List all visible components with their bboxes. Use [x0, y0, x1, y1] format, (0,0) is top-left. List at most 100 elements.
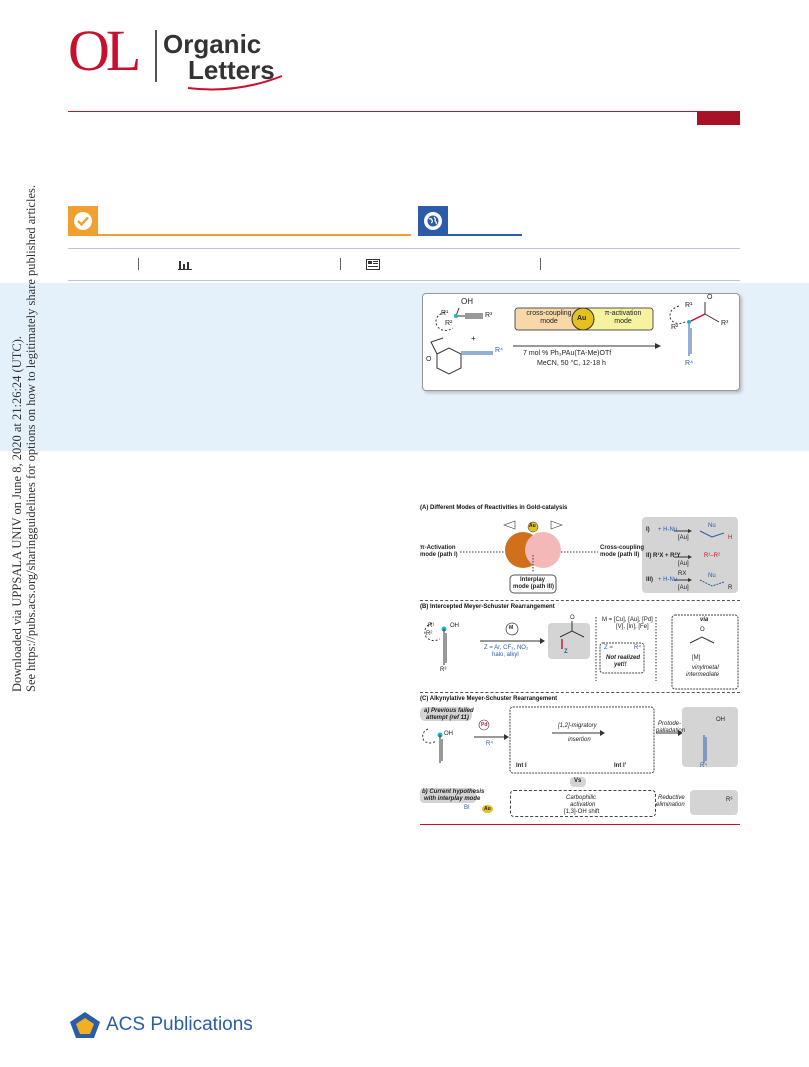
- panel-b-via-m: [M]: [692, 655, 701, 661]
- article-type-tab: [697, 111, 740, 125]
- panel-b-not-realized-1: Not realized: [606, 655, 641, 661]
- panel-a-interplay-2: mode (path III): [513, 584, 554, 590]
- panel-a-riii-r: R: [728, 585, 733, 591]
- panel-c-drawing: [420, 706, 738, 774]
- toc-graphic: OH R¹ R² R³ + R⁴ O cross-coupling mode A…: [422, 293, 740, 391]
- panel-b-z-1: Z = Ar, CF₃, NO₂: [484, 645, 529, 651]
- panel-a-rii-product: R¹–R²: [704, 553, 720, 559]
- panel-b-m: M: [509, 625, 514, 631]
- panel-c-step2-3: [1,3]-OH shift: [564, 809, 600, 815]
- toc-scheme-drawing: [430, 302, 720, 375]
- panel-a-riii-cat: [Au]: [678, 585, 689, 591]
- journal-name-line2: Letters: [188, 55, 275, 85]
- toc-plus: +: [471, 334, 476, 343]
- panel-c-step1-2: insertion: [568, 737, 591, 743]
- panel-b-title: (B) Intercepted Meyer-Schuster Rearrange…: [420, 604, 555, 610]
- panel-divider: [420, 692, 740, 693]
- panel-b-r2: R²: [426, 631, 433, 637]
- toc-r3: R³: [485, 312, 493, 319]
- panel-b-not-realized-2: yet!!: [614, 662, 627, 668]
- panel-c-reductive-1: Reductive: [658, 795, 685, 801]
- panel-c-b-label-2: with interplay mode: [424, 796, 481, 802]
- panel-a-ri: I): [646, 527, 650, 533]
- check-icon: [68, 206, 98, 236]
- toc-prod-r3: R³: [721, 320, 729, 327]
- toc-au: Au: [577, 315, 587, 322]
- panel-c-title: (C) Alkynylative Meyer-Schuster Rearrang…: [420, 696, 558, 702]
- panel-a-riii-reagent: + H-Nu: [658, 577, 678, 583]
- toc-r2: R²: [445, 320, 453, 327]
- metrics-icon[interactable]: [178, 259, 192, 270]
- panel-c-a-label-2: attempt (ref 11): [426, 715, 469, 721]
- panel-a-au: Au: [529, 523, 536, 529]
- panel-c-au: Au: [482, 805, 493, 813]
- panel-b-metals-2: [V], [In], [Fe]: [616, 624, 649, 630]
- toc-mode-left: cross-coupling mode: [526, 310, 572, 325]
- panel-a-rii: II) R¹X + R²Y: [646, 553, 681, 559]
- panel-b-vinylmetal-1: vinylmetal: [692, 665, 719, 671]
- article-recommendations-icon[interactable]: [366, 259, 380, 270]
- download-notice-line1: Downloaded via UPPSALA UNIV on June 8, 2…: [10, 336, 24, 692]
- metrics-rule-top: [68, 248, 740, 249]
- publisher-name: ACS Publications: [106, 1014, 253, 1035]
- header-rule: [68, 111, 740, 112]
- metrics-separator: [340, 258, 341, 270]
- toc-mode-right: π-activation mode: [604, 310, 642, 325]
- panel-b-via: via: [700, 617, 709, 623]
- panel-c-b-prod-r3: R³: [726, 797, 733, 803]
- panel-c-prod-r4: R⁴: [700, 763, 707, 769]
- toc-prod-r4: R⁴: [685, 360, 694, 367]
- panel-c-vs: Vs: [574, 778, 582, 784]
- toc-oh: OH: [461, 297, 473, 306]
- panel-c-step2-1: Carbophilic: [566, 795, 597, 801]
- panel-c-b-label-1: b) Current hypothesis: [422, 789, 485, 795]
- panel-c-step2-2: activation: [570, 802, 596, 808]
- toc-prod-r1: R¹: [685, 302, 693, 309]
- panel-a-riii-product: Nu: [708, 573, 716, 579]
- panel-c-int1p: Int I': [614, 763, 627, 769]
- panel-b-r3: R³: [440, 667, 447, 673]
- panel-a-riii-rx: RX: [678, 571, 687, 577]
- toc-conditions-2: MeCN, 50 °C, 12-18 h: [537, 360, 606, 367]
- toc-prod-r2: R²: [671, 324, 679, 331]
- panel-c-oh: OH: [444, 731, 453, 737]
- panel-b-prod-z: Z: [564, 649, 568, 655]
- panel-a-drawing: [460, 517, 738, 594]
- panel-b-prod-o: O: [570, 615, 575, 621]
- panel-a-ri-reagent: + H-Nu: [658, 527, 678, 533]
- journal-name-line1: Organic: [163, 29, 262, 59]
- panel-c-a-label-1: a) Previous failed: [424, 708, 474, 714]
- panel-a-left-label-2: mode (path I): [420, 552, 458, 558]
- metrics-separator: [540, 258, 541, 270]
- metrics-rule-bottom: [68, 280, 740, 281]
- logo-divider: [155, 30, 157, 82]
- panel-c-pd: Pd: [481, 722, 488, 728]
- panel-c-r4: R⁴: [486, 741, 493, 747]
- panel-b-z-alkyne-r: R⁴: [634, 645, 641, 651]
- panel-a-ri-cat: [Au]: [678, 535, 689, 541]
- cite-this-bar[interactable]: [68, 206, 411, 236]
- read-online-bar[interactable]: [418, 206, 522, 236]
- logo-swoosh: [187, 75, 283, 91]
- toc-o: O: [426, 356, 432, 363]
- panel-c-int1: Int I: [516, 763, 527, 769]
- panel-c-step1-1: [1,2]-migratory: [558, 723, 597, 729]
- panel-b-drawing: [424, 614, 739, 690]
- panel-b-oh: OH: [450, 623, 459, 629]
- panel-c-protode-1: Protode-: [658, 721, 682, 727]
- panel-a-interplay-1: Interplay: [520, 577, 546, 583]
- panel-divider: [420, 600, 740, 601]
- panel-c-reductive-2: elimination: [656, 802, 685, 808]
- panel-a-left-label-1: π-Activation: [420, 545, 456, 551]
- panel-c-protode-2: palladation: [656, 728, 686, 734]
- download-notice: Downloaded via UPPSALA UNIV on June 8, 2…: [10, 185, 38, 700]
- toc-r4: R⁴: [495, 347, 504, 354]
- panel-b-r1: R¹: [428, 623, 435, 629]
- b-label-box: [420, 788, 476, 803]
- journal-logo-initials: OL: [68, 18, 141, 83]
- panel-a-right-label-1: Cross-coupling: [600, 545, 645, 551]
- panel-a-title: (A) Different Modes of Reactivities in G…: [420, 505, 568, 511]
- toc-prod-o: O: [707, 294, 713, 301]
- panel-b-metals-1: M = [Cu], [Au], [Pd]: [602, 617, 653, 623]
- panel-a-ri-h: H: [728, 535, 733, 541]
